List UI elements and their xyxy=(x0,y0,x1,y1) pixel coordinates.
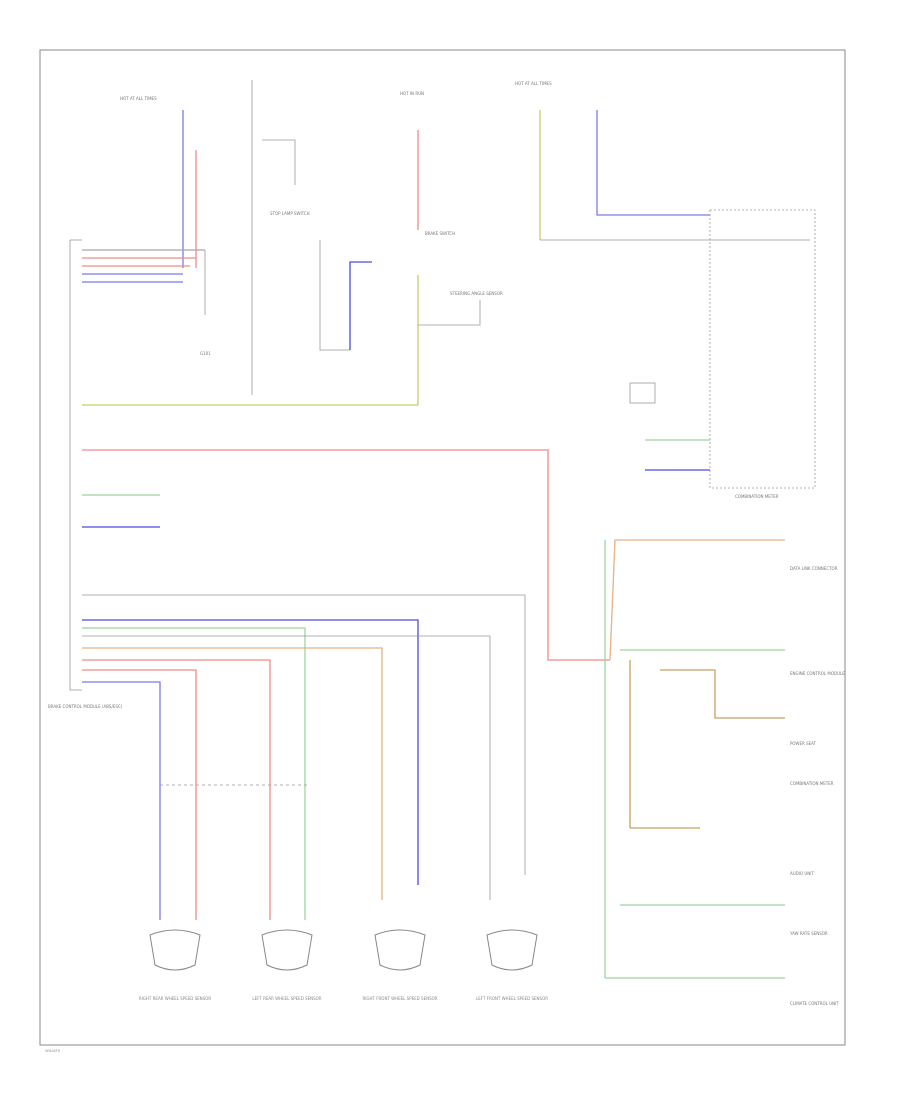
right-label-3: POWER SEAT xyxy=(790,741,817,746)
right-label-7: CLIMATE CONTROL UNIT xyxy=(790,1001,839,1006)
wire-brake-switch xyxy=(262,139,296,185)
wire-steering xyxy=(418,300,481,326)
wire-switch-blue xyxy=(349,261,372,350)
wire-switch-loop xyxy=(319,240,350,351)
footer-code: WNA6FR xyxy=(45,1049,61,1053)
brake-switch-label: BRAKE SWITCH xyxy=(425,231,455,236)
wire-sensor-orange xyxy=(82,647,383,900)
diagram-frame xyxy=(39,49,846,1046)
meter-connector xyxy=(629,382,656,404)
wire-sensor-blue xyxy=(82,619,419,885)
wire-yellow-green xyxy=(82,275,419,406)
wheel-sensor-2-label: LEFT REAR WHEEL SPEED SENSOR xyxy=(252,996,321,1001)
module-label: BRAKE CONTROL MODULE (ABS/ESC) xyxy=(48,704,123,709)
wire-right-violet xyxy=(596,110,710,216)
wheel-sensor-2: LEFT REAR WHEEL SPEED SENSOR xyxy=(252,929,322,1001)
wire-sensor-green xyxy=(82,627,306,920)
fuse-label-center: HOT IN RUN xyxy=(400,91,424,96)
wheel-sensor-3-label: RIGHT FRONT WHEEL SPEED SENSOR xyxy=(362,996,437,1001)
steering-label: STEERING ANGLE SENSOR xyxy=(450,291,503,296)
fuse-label-left: HOT AT ALL TIMES xyxy=(120,96,157,101)
combination-meter-label: COMBINATION METER xyxy=(735,494,779,499)
right-label-2: ENGINE CONTROL MODULE xyxy=(790,671,845,676)
wire-can-orange xyxy=(609,539,785,661)
right-label-6: YAW RATE SENSOR xyxy=(789,931,828,936)
wire-sensor-red-2 xyxy=(82,669,197,920)
wire-sensor-dark xyxy=(82,594,526,875)
wire-power-seat xyxy=(660,669,785,719)
wheel-sensor-4-label: LEFT FRONT WHEEL SPEED SENSOR xyxy=(476,996,548,1001)
wire-sensor-red-1 xyxy=(82,659,271,920)
wheel-sensor-1: RIGHT REAR WHEEL SPEED SENSOR xyxy=(139,929,211,1001)
ground-label: G101 xyxy=(200,351,211,356)
right-label-4: COMBINATION METER xyxy=(790,781,834,786)
combination-meter-box xyxy=(709,209,816,489)
wire-sensor-gray-1 xyxy=(82,635,491,900)
wheel-sensor-4: LEFT FRONT WHEEL SPEED SENSOR xyxy=(476,929,548,1001)
fuse-label-right: HOT AT ALL TIMES xyxy=(515,81,552,86)
wire-sensor-violet xyxy=(82,681,161,920)
right-label-1: DATA LINK CONNECTOR xyxy=(790,566,838,571)
module-bracket xyxy=(69,240,82,691)
wheel-sensor-3: RIGHT FRONT WHEEL SPEED SENSOR xyxy=(362,929,438,1001)
stop-lamp-label: STOP LAMP SWITCH xyxy=(270,211,310,216)
wire-long-red xyxy=(82,449,610,661)
wheel-sensor-1-label: RIGHT REAR WHEEL SPEED SENSOR xyxy=(139,996,211,1001)
right-label-5: AUDIO UNIT xyxy=(790,871,814,876)
